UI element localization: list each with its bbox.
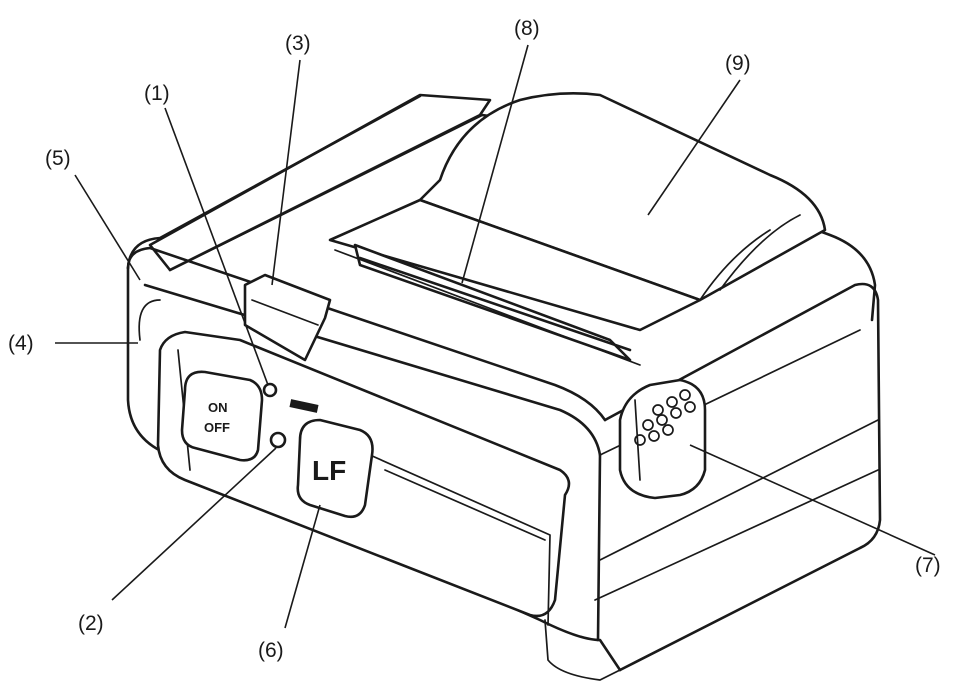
grille-holes: [634, 389, 696, 446]
leader-7: [689, 444, 936, 556]
power-button[interactable]: ON OFF: [180, 370, 264, 462]
power-button-label-off: OFF: [204, 420, 230, 435]
leader-2: [111, 447, 277, 601]
feed-button-label: LF: [312, 455, 346, 486]
leader-9: [647, 79, 741, 216]
leader-5: [74, 174, 141, 281]
paper-outlet: [328, 198, 702, 366]
leader-lines: [55, 44, 936, 629]
callout-7: (7): [915, 554, 941, 577]
leader-8: [461, 44, 529, 284]
callout-2: (2): [78, 612, 104, 635]
paper-cover: [418, 92, 827, 302]
leader-1: [164, 107, 269, 386]
power-button-label-on: ON: [208, 400, 228, 415]
leader-6: [284, 504, 321, 629]
status-indicator-1: [262, 382, 278, 398]
leader-3: [271, 59, 301, 286]
feed-button[interactable]: LF: [296, 418, 374, 519]
callout-8: (8): [514, 17, 540, 40]
callout-9: (9): [725, 52, 751, 75]
callout-4: (4): [8, 332, 34, 355]
status-indicator-2: [269, 431, 287, 449]
callout-labels: (1) (2) (3) (4) (5) (6) (7) (8) (9): [8, 17, 941, 662]
callout-6: (6): [258, 639, 284, 662]
callout-5: (5): [45, 147, 71, 170]
indicators: [262, 382, 319, 449]
side-connector: [618, 378, 707, 500]
callout-1: (1): [144, 82, 170, 105]
indicator-label-bar: [289, 399, 319, 413]
callout-3: (3): [285, 32, 311, 55]
